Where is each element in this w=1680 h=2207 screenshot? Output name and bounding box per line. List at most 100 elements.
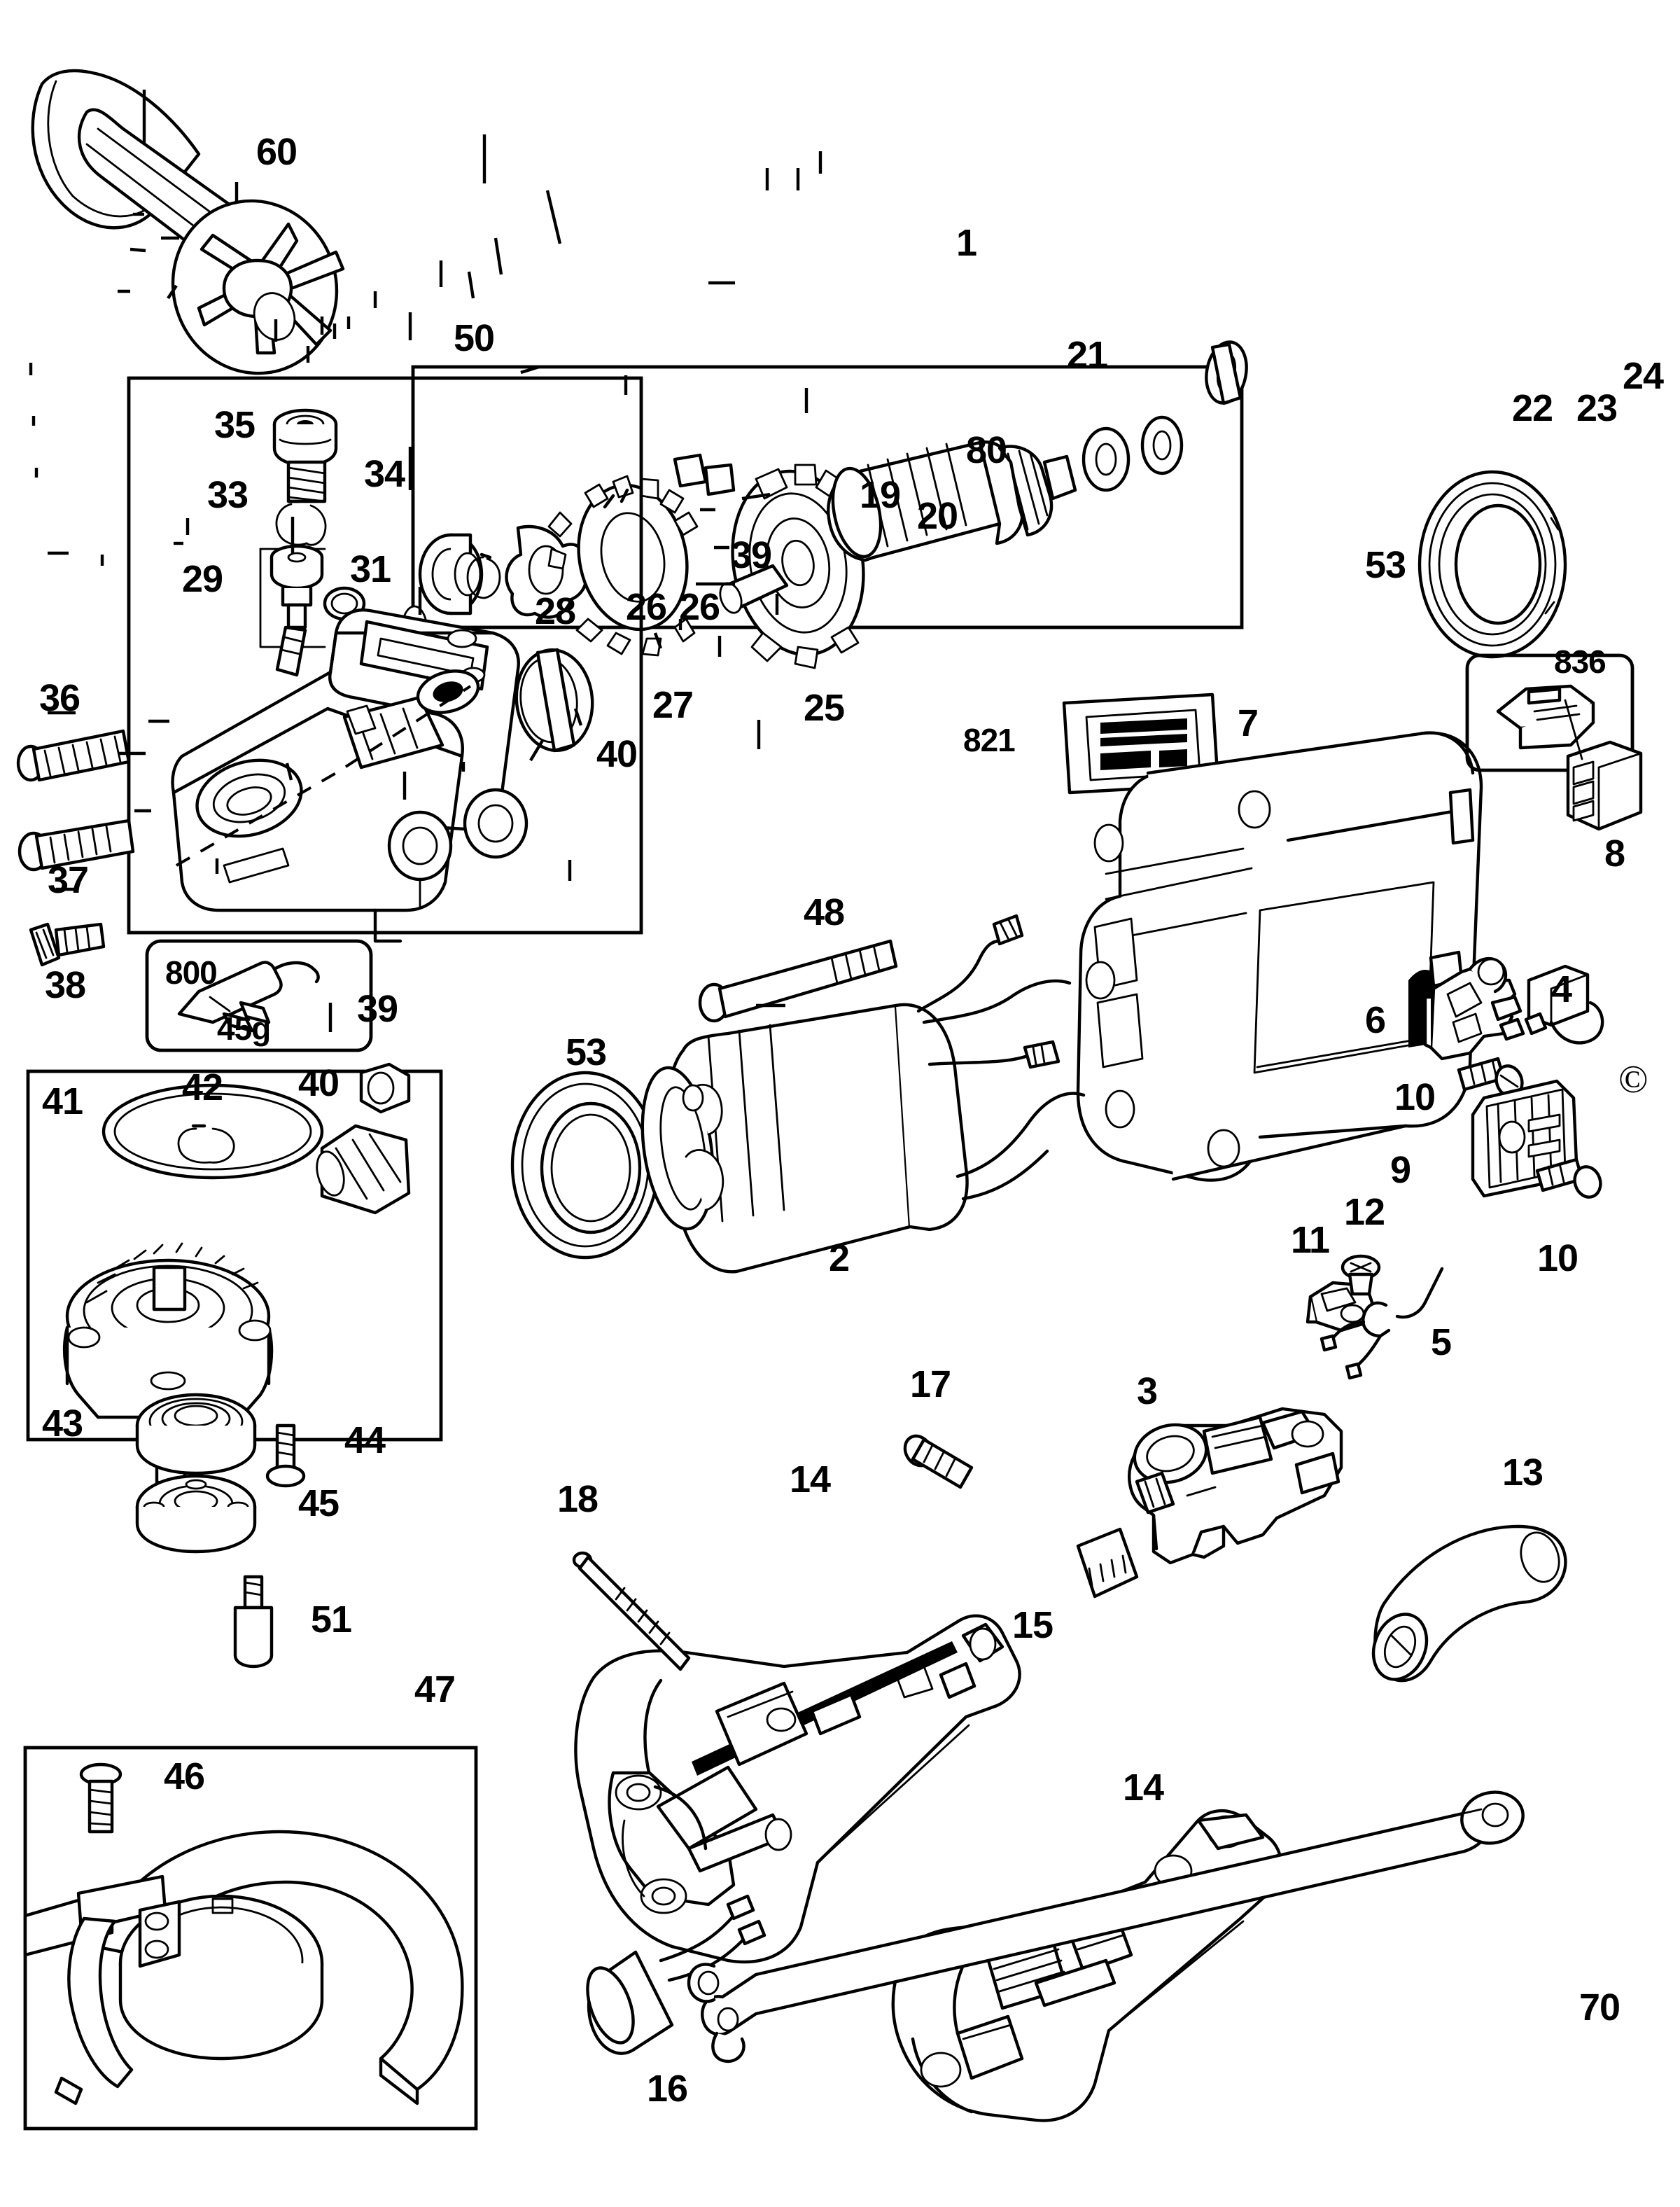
part-screw-38 xyxy=(29,922,106,967)
callout-26: 26 xyxy=(679,586,720,628)
callout-40: 40 xyxy=(596,733,638,775)
callout-2: 2 xyxy=(829,1237,850,1279)
callout-21: 21 xyxy=(1067,334,1108,376)
callout-50: 50 xyxy=(454,317,495,359)
part-wheel-guard xyxy=(23,1830,464,2105)
callout-19: 19 xyxy=(860,474,901,516)
part-spring-34 xyxy=(286,460,327,503)
part-motor-housing-7 xyxy=(1076,731,1483,1182)
copyright-mark: © xyxy=(1618,1058,1648,1101)
callout-45: 45 xyxy=(298,1482,340,1524)
part-commutator-21b xyxy=(673,453,736,496)
part-circlip-42 xyxy=(177,1124,235,1164)
part-ring-24 xyxy=(1205,340,1248,405)
part-ring-28 xyxy=(514,648,594,753)
callout-821: 821 xyxy=(963,722,1016,758)
callout-38: 38 xyxy=(45,964,86,1006)
part-handle-housing-14a xyxy=(574,1614,1021,1964)
callout-13: 13 xyxy=(1502,1451,1544,1494)
part-pin-51 xyxy=(233,1575,274,1669)
callout-33: 33 xyxy=(207,474,248,516)
part-screw-10a xyxy=(1457,1057,1524,1098)
callout-7: 7 xyxy=(1238,702,1259,744)
callout-44: 44 xyxy=(344,1419,386,1461)
part-screw-37 xyxy=(18,819,135,872)
callout-41: 41 xyxy=(42,1080,83,1122)
callout-23: 23 xyxy=(1576,387,1618,429)
part-capacitor-16 xyxy=(586,1894,766,2055)
callout-18: 18 xyxy=(557,1478,598,1520)
callout-70: 70 xyxy=(1579,1986,1620,2028)
group-box-guard-47 xyxy=(23,1746,478,2131)
part-brush-holder-6 xyxy=(1423,956,1525,1061)
group-box-gearcase xyxy=(127,376,643,943)
callout-22: 22 xyxy=(1512,387,1553,429)
part-cord-5 xyxy=(1320,1267,1444,1380)
callout-10: 10 xyxy=(1537,1237,1578,1279)
part-screw-17 xyxy=(903,1434,974,1489)
callout-26: 26 xyxy=(626,586,667,628)
group-box-gearset-39 xyxy=(26,1062,443,1501)
callout-15: 15 xyxy=(1012,1604,1054,1646)
part-oring-41 xyxy=(102,1083,324,1180)
callout-3: 3 xyxy=(1137,1370,1158,1412)
callout-836: 836 xyxy=(1554,643,1606,680)
part-field-coil-2 xyxy=(640,914,1086,1274)
callout-39: 39 xyxy=(731,534,772,576)
part-screw-46 xyxy=(79,1762,122,1834)
callout-39: 39 xyxy=(357,988,398,1030)
callout-60: 60 xyxy=(256,131,298,173)
part-nameplate-15 xyxy=(1076,1527,1139,1599)
callout-35: 35 xyxy=(214,404,255,446)
part-fan-baffle-21 xyxy=(547,475,699,657)
callout-5: 5 xyxy=(1431,1321,1452,1363)
part-brush-8 xyxy=(1564,699,1643,831)
group-box-armature xyxy=(400,340,1567,669)
callout-1: 1 xyxy=(956,222,977,264)
part-armature-core xyxy=(827,440,1077,562)
part-gearcase-body xyxy=(171,608,528,943)
callout-53: 53 xyxy=(566,1031,607,1073)
callout-48: 48 xyxy=(804,891,845,933)
part-flange-43 xyxy=(135,1393,257,1475)
part-bearing-35 xyxy=(272,408,338,467)
part-rod-48 xyxy=(698,939,898,1023)
callout-8: 8 xyxy=(1604,833,1625,875)
part-circlip-20 xyxy=(466,552,501,599)
part-bearing-19 xyxy=(418,533,484,615)
callout-37: 37 xyxy=(48,859,89,901)
part-grip-13 xyxy=(1371,1524,1567,1683)
callout-17: 17 xyxy=(910,1363,951,1405)
part-washer-22 xyxy=(1082,426,1130,492)
callout-28: 28 xyxy=(535,590,576,632)
group-box-grease-800 xyxy=(145,939,373,1052)
callout-47: 47 xyxy=(414,1669,456,1711)
part-handle-half-3 xyxy=(1128,1407,1343,1565)
callout-34: 34 xyxy=(364,453,405,495)
callout-40: 40 xyxy=(298,1062,340,1104)
callout-31: 31 xyxy=(350,548,391,590)
callout-46: 46 xyxy=(164,1755,205,1797)
callout-29: 29 xyxy=(182,558,223,600)
part-screw-18 xyxy=(572,1551,691,1671)
callout-14: 14 xyxy=(1123,1767,1164,1809)
callout-25: 25 xyxy=(804,687,845,729)
callout-27: 27 xyxy=(652,684,694,726)
leader-lines xyxy=(29,90,822,1032)
callout-9: 9 xyxy=(1390,1149,1411,1191)
callout-24: 24 xyxy=(1623,355,1664,397)
callout-4: 4 xyxy=(1551,968,1572,1010)
callout-14: 14 xyxy=(790,1458,831,1501)
callout-53: 53 xyxy=(1365,544,1406,586)
callout-45g: 45g xyxy=(217,1010,271,1047)
part-washer-23 xyxy=(1140,415,1184,475)
callout-11: 11 xyxy=(1291,1219,1330,1261)
callout-16: 16 xyxy=(647,2068,688,2110)
callout-43: 43 xyxy=(42,1402,83,1444)
callout-42: 42 xyxy=(182,1066,223,1108)
part-screw-36 xyxy=(16,729,131,782)
callout-10: 10 xyxy=(1394,1076,1436,1118)
part-seal-53-b xyxy=(510,1071,660,1260)
